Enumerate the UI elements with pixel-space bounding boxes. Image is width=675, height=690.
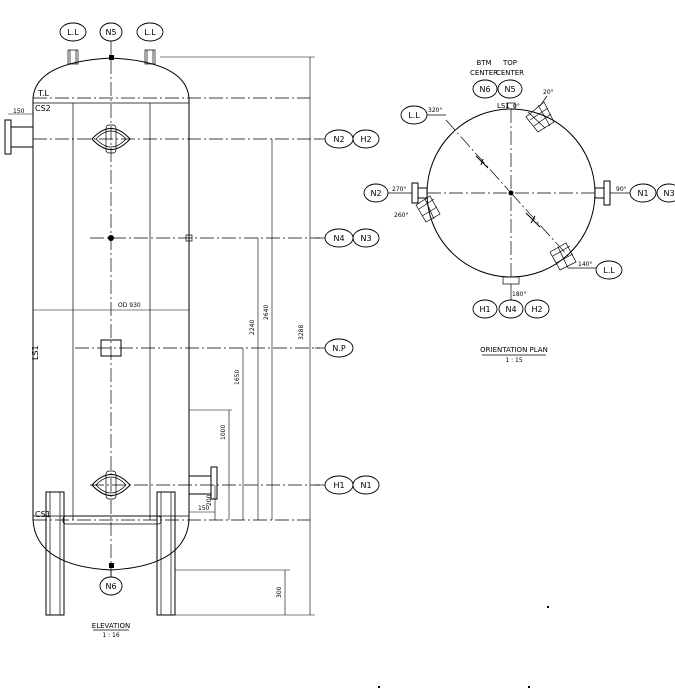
tl-label: T.L	[37, 89, 49, 98]
svg-text:2240: 2240	[249, 320, 256, 335]
top-nozzle-bubble-n5: N5	[99, 22, 123, 42]
svg-text:H2: H2	[531, 305, 542, 314]
tag-row-n4-n3: N4 N3	[315, 228, 380, 248]
right-nozzle-n1: 150	[188, 466, 218, 513]
angle-90: 90°	[616, 186, 627, 193]
plan-ll-right: 140° L.L	[568, 260, 623, 280]
svg-text:L.L: L.L	[408, 111, 420, 120]
header-top-center: CENTER	[496, 69, 524, 77]
svg-text:N5: N5	[105, 28, 116, 37]
svg-text:N1: N1	[637, 189, 648, 198]
angle-180: 180°	[512, 291, 526, 298]
tag-row-np: N.P	[315, 338, 354, 358]
elevation-view: L.L N5 L.L T.L CS2	[4, 22, 380, 639]
plan-bottom-nozzle	[502, 276, 520, 285]
tag-row-h1-n1: H1 N1	[315, 475, 380, 495]
svg-text:L.L: L.L	[603, 266, 615, 275]
plan-ll-left: L.L 320°	[400, 105, 446, 125]
angle-260: 260°	[394, 212, 408, 219]
svg-text:N6: N6	[105, 582, 116, 591]
cs2-label: CS2	[35, 104, 51, 113]
top-nozzle-bubble-ll-right: L.L	[136, 22, 164, 42]
svg-text:1000: 1000	[220, 425, 227, 440]
nozzle-n4-mark	[108, 235, 114, 241]
plan-bubbles-n1-n3: N1 N3	[610, 183, 675, 203]
support-legs	[45, 491, 176, 616]
plan-bubble-n2: N2	[363, 183, 412, 203]
svg-text:1650: 1650	[234, 370, 241, 385]
elevation-scale: 1 : 16	[102, 632, 119, 639]
svg-text:N4: N4	[505, 305, 516, 314]
svg-text:H1: H1	[333, 481, 344, 490]
svg-text:N3: N3	[663, 189, 674, 198]
elevation-dimensions: 3288 2640 2240 1650 1000 200 300	[160, 56, 315, 616]
sheet-mark	[378, 686, 380, 688]
svg-text:300: 300	[276, 586, 283, 598]
svg-text:3288: 3288	[298, 325, 305, 340]
sheet-mark	[528, 686, 530, 688]
sheet-mark	[547, 606, 549, 608]
plan-manhole-260	[415, 195, 441, 223]
svg-text:2640: 2640	[263, 305, 270, 320]
plan-ls1-label: LS1	[497, 102, 510, 110]
plan-manhole-140	[549, 242, 577, 271]
cs1-label: CS1	[35, 510, 51, 519]
svg-text:L.L: L.L	[67, 28, 79, 37]
plan-left-nozzle	[411, 182, 428, 204]
angle-20: 20°	[543, 89, 554, 96]
svg-text:140°: 140°	[578, 261, 592, 268]
plan-title: ORIENTATION PLAN	[480, 346, 548, 354]
od-label: OD 930	[118, 302, 141, 309]
svg-text:H2: H2	[360, 135, 371, 144]
header-btm: BTM	[476, 59, 491, 67]
svg-text:H1: H1	[479, 305, 490, 314]
svg-text:N2: N2	[370, 189, 381, 198]
plan-bubbles-h1-n4-h2: H1 N4 H2	[472, 299, 550, 319]
svg-text:150: 150	[198, 505, 210, 512]
svg-text:N6: N6	[479, 85, 490, 94]
orientation-plan: BTM CENTER TOP CENTER N6 N5 LS1 0° 270°	[363, 59, 675, 364]
svg-text:320°: 320°	[428, 107, 442, 114]
plan-right-nozzle	[594, 180, 611, 206]
top-head	[32, 57, 190, 99]
svg-text:L.L: L.L	[144, 28, 156, 37]
plan-bubble-n6: N6	[472, 79, 498, 99]
plan-bubble-n5: N5	[497, 79, 523, 99]
svg-text:200: 200	[206, 494, 213, 506]
bottom-nozzle-bubble-n6: N6	[99, 576, 123, 596]
svg-text:N1: N1	[360, 481, 371, 490]
plan-manhole-20	[525, 101, 555, 133]
top-nozzle-stubs	[67, 49, 156, 65]
svg-text:N2: N2	[333, 135, 344, 144]
header-btm-center: CENTER	[470, 69, 498, 77]
left-nozzle-n2: 150	[4, 108, 34, 155]
top-nozzle-bubble-ll-left: L.L	[59, 22, 87, 42]
header-top: TOP	[502, 59, 517, 67]
svg-text:N.P: N.P	[332, 344, 346, 353]
angle-0: 0°	[513, 103, 520, 110]
svg-text:N4: N4	[333, 234, 344, 243]
svg-text:N3: N3	[360, 234, 371, 243]
svg-text:N5: N5	[504, 85, 515, 94]
plan-scale: 1 : 15	[505, 357, 522, 364]
angle-270: 270°	[392, 186, 406, 193]
svg-text:150: 150	[13, 108, 25, 115]
elevation-title: ELEVATION	[92, 622, 130, 630]
tag-row-n2-h2: N2 H2	[315, 129, 380, 149]
ls1-label: LS1	[31, 345, 40, 360]
